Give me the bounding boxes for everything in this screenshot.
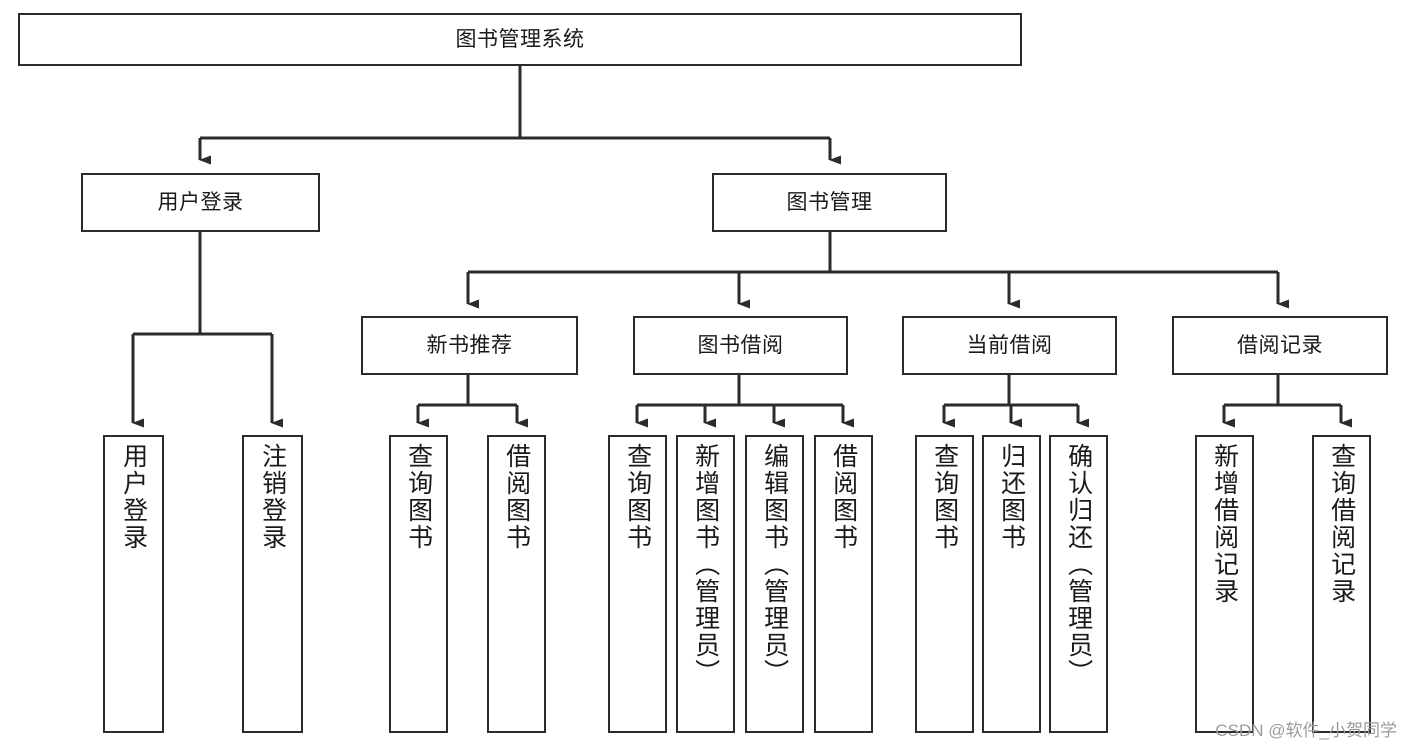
leaf-borrow-edit[interactable]: 编辑图书（管理员） [745, 435, 804, 733]
leaf-borrow-borrow-label: 借阅图书 [829, 443, 858, 551]
node-book-management-label: 图书管理 [786, 190, 873, 214]
node-current-borrow-label: 当前借阅 [966, 333, 1053, 357]
node-root-label: 图书管理系统 [455, 27, 585, 51]
leaf-borrow-add-label: 新增图书（管理员） [691, 443, 720, 686]
leaf-new-book-borrow-label: 借阅图书 [502, 443, 531, 551]
leaf-current-confirm-return-label: 确认归还（管理员） [1064, 443, 1093, 686]
leaf-user-login-login[interactable]: 用户登录 [103, 435, 164, 733]
leaf-record-add[interactable]: 新增借阅记录 [1195, 435, 1254, 733]
node-new-book-recommend[interactable]: 新书推荐 [361, 316, 578, 375]
leaf-borrow-borrow[interactable]: 借阅图书 [814, 435, 873, 733]
leaf-borrow-add[interactable]: 新增图书（管理员） [676, 435, 735, 733]
node-root[interactable]: 图书管理系统 [18, 13, 1022, 66]
node-current-borrow[interactable]: 当前借阅 [902, 316, 1117, 375]
leaf-current-query-label: 查询图书 [930, 443, 959, 551]
leaf-borrow-query[interactable]: 查询图书 [608, 435, 667, 733]
node-borrow-record-label: 借阅记录 [1237, 333, 1323, 357]
leaf-new-book-query-label: 查询图书 [404, 443, 433, 551]
node-book-borrow-label: 图书借阅 [697, 333, 784, 357]
leaf-borrow-edit-label: 编辑图书（管理员） [760, 443, 789, 686]
leaf-record-query-label: 查询借阅记录 [1327, 443, 1356, 605]
node-book-management[interactable]: 图书管理 [712, 173, 947, 232]
leaf-current-return-label: 归还图书 [997, 443, 1026, 551]
node-user-login[interactable]: 用户登录 [81, 173, 320, 232]
leaf-new-book-query[interactable]: 查询图书 [389, 435, 448, 733]
leaf-new-book-borrow[interactable]: 借阅图书 [487, 435, 546, 733]
node-user-login-label: 用户登录 [157, 190, 244, 214]
leaf-user-login-logout[interactable]: 注销登录 [242, 435, 303, 733]
leaf-current-confirm-return[interactable]: 确认归还（管理员） [1049, 435, 1108, 733]
node-borrow-record[interactable]: 借阅记录 [1172, 316, 1388, 375]
node-book-borrow[interactable]: 图书借阅 [633, 316, 848, 375]
leaf-record-query[interactable]: 查询借阅记录 [1312, 435, 1371, 733]
leaf-user-login-logout-label: 注销登录 [258, 443, 287, 551]
leaf-record-add-label: 新增借阅记录 [1210, 443, 1239, 605]
watermark: CSDN @软件_小贺同学 [1215, 721, 1397, 740]
leaf-borrow-query-label: 查询图书 [623, 443, 652, 551]
leaf-current-query[interactable]: 查询图书 [915, 435, 974, 733]
leaf-current-return[interactable]: 归还图书 [982, 435, 1041, 733]
node-new-book-recommend-label: 新书推荐 [426, 333, 513, 357]
leaf-user-login-login-label: 用户登录 [119, 443, 148, 551]
